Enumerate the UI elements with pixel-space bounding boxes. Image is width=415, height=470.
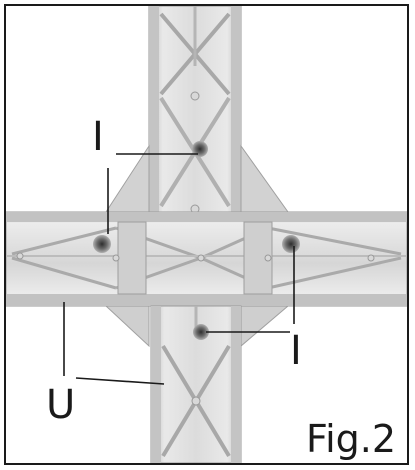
top-vertical-arm	[148, 6, 242, 219]
bottom-vertical-arm	[150, 305, 242, 463]
cross-connector-illustration: I I U Fig.2	[6, 6, 407, 463]
horizontal-arm	[6, 211, 407, 307]
label-u: U	[46, 382, 75, 428]
label-i-bottom: I	[290, 328, 302, 374]
screw-hole-left	[93, 235, 111, 253]
figure-frame: I I U Fig.2	[4, 4, 409, 465]
figure-caption: Fig.2	[306, 417, 396, 461]
screw-hole-bottom	[193, 324, 209, 340]
leader-u-horizontal	[75, 377, 165, 385]
leader-lines	[63, 153, 295, 385]
screw-hole-right	[282, 235, 300, 253]
screw-hole-top	[192, 141, 208, 157]
label-i-top: I	[92, 114, 104, 160]
